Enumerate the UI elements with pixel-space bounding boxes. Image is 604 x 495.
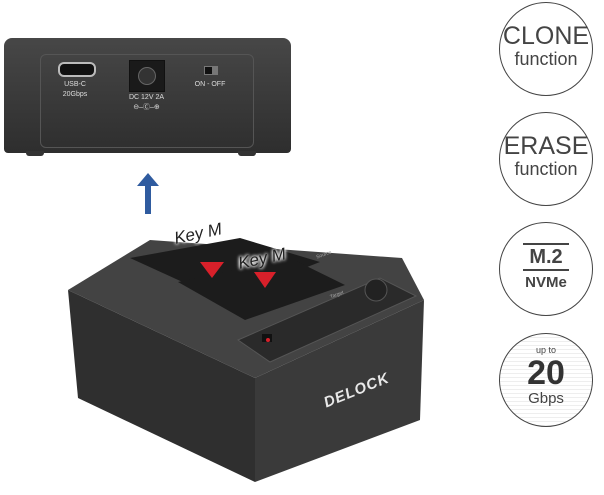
badge-prefix: up to [535,345,557,355]
ssd-slot-2 [178,258,345,320]
start-button [364,278,388,302]
usb-label: USB-C [64,81,86,88]
key-marker-1 [200,262,224,278]
ssd-slot-1 [130,238,320,300]
badge-subtitle: NVMe [525,274,567,291]
m2-nvme-badge: M.2 NVMe [499,222,593,316]
usb-speed-label: 20Gbps [62,91,88,98]
badge-subtitle: Gbps [528,390,564,407]
20gbps-badge: up to 20 Gbps [499,333,593,427]
arrow-up-icon [137,173,159,214]
switch-label: ON - OFF [194,81,226,88]
badge-subtitle: function [514,49,578,69]
badge-title: CLONE [502,22,590,50]
key-marker-2 [254,272,276,288]
badge-subtitle: function [514,159,578,179]
erase-function-badge: ERASE function [499,112,593,206]
badge-title: ERASE [503,132,589,160]
clone-function-badge: CLONE function [499,2,593,96]
docking-station [68,238,424,482]
badge-title: M.2 [523,243,569,271]
power-switch[interactable] [204,66,218,75]
dc-label: DC 12V 2A [128,94,165,101]
dc-polarity: ⊖–Ⓒ–⊕ [133,104,160,111]
badge-title: 20 [527,354,565,392]
usb-c-port [58,62,96,77]
dc-jack [129,60,165,92]
rear-view-device: USB-C 20Gbps DC 12V 2A ⊖–Ⓒ–⊕ ON - OFF [4,38,291,156]
